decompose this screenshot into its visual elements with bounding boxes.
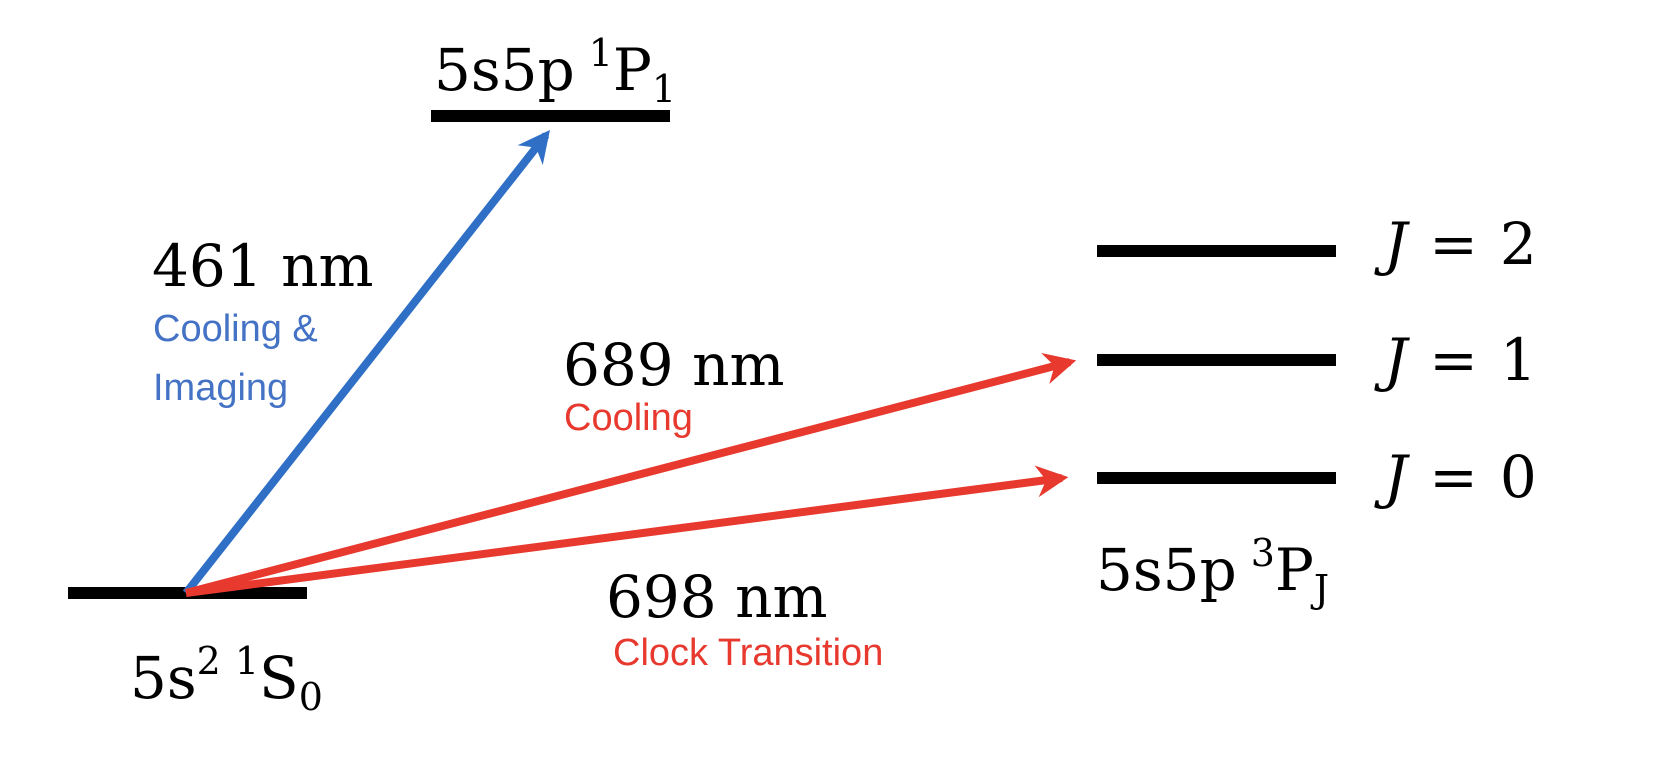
transition-698-desc: Clock Transition — [613, 632, 883, 674]
transition-461-desc-line2: Imaging — [153, 367, 288, 409]
j2-label: J=2 — [1374, 210, 1537, 278]
arrow-461nm — [182, 129, 550, 596]
arrow-698nm — [185, 465, 1069, 597]
j0-label: J=0 — [1374, 443, 1537, 511]
wavelength-461-label: 461 nm — [152, 232, 374, 300]
transition-689-desc: Cooling — [564, 397, 693, 439]
j1-label: J=1 — [1374, 326, 1537, 394]
arrow-689nm — [184, 352, 1077, 597]
wavelength-689-label: 689 nm — [563, 331, 785, 399]
wavelength-698-label: 698 nm — [606, 563, 828, 631]
transition-461-desc-line1: Cooling & — [153, 308, 318, 350]
